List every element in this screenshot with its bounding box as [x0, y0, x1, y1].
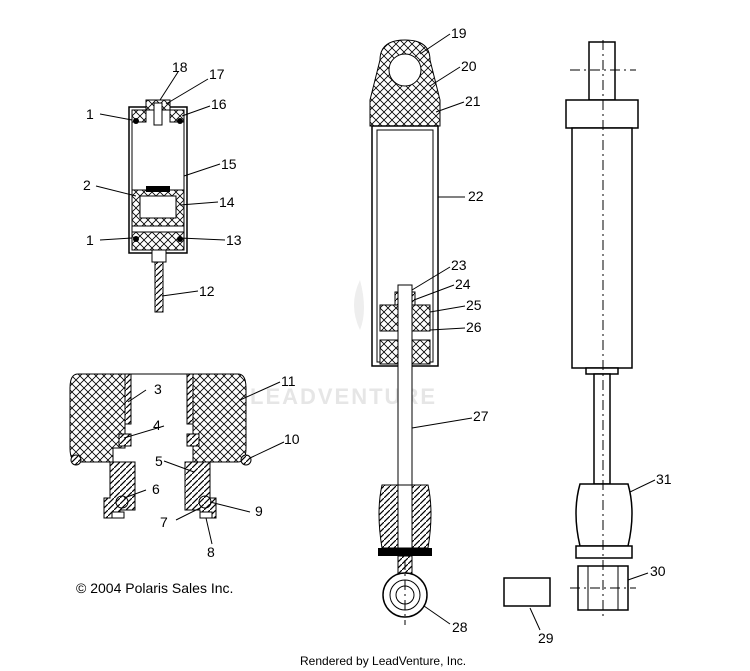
callout-12: 12 — [199, 283, 215, 299]
bushing — [503, 577, 551, 607]
callout-9: 9 — [255, 503, 263, 519]
callout-1-bottom: 1 — [86, 232, 94, 248]
callout-20: 20 — [461, 58, 477, 74]
callout-30: 30 — [650, 563, 666, 579]
callout-17: 17 — [209, 66, 225, 82]
reservoir-assembly — [128, 99, 188, 313]
callout-22: 22 — [468, 188, 484, 204]
callout-7: 7 — [160, 514, 168, 530]
callout-28: 28 — [452, 619, 468, 635]
callout-6: 6 — [152, 481, 160, 497]
copyright-caption: © 2004 Polaris Sales Inc. — [76, 580, 233, 596]
callout-26: 26 — [466, 319, 482, 335]
callout-2: 2 — [83, 177, 91, 193]
callout-25: 25 — [466, 297, 482, 313]
callout-27: 27 — [473, 408, 489, 424]
callout-23: 23 — [451, 257, 467, 273]
callout-5: 5 — [155, 453, 163, 469]
callout-11: 11 — [281, 373, 296, 389]
callout-24: 24 — [455, 276, 471, 292]
callout-15: 15 — [221, 156, 237, 172]
callout-13: 13 — [226, 232, 242, 248]
callout-19: 19 — [451, 25, 467, 41]
shock-assembly — [369, 39, 441, 625]
callout-1-top: 1 — [86, 106, 94, 122]
callout-29: 29 — [538, 630, 554, 646]
footer-credit: Rendered by LeadVenture, Inc. — [300, 654, 466, 668]
callout-16: 16 — [211, 96, 227, 112]
callout-18: 18 — [172, 59, 188, 75]
callout-labels: 1 1 2 3 4 5 6 7 8 9 10 11 12 13 14 15 16… — [83, 25, 672, 646]
callout-31: 31 — [656, 471, 672, 487]
callout-3: 3 — [154, 381, 162, 397]
callout-14: 14 — [219, 194, 235, 210]
callout-4: 4 — [153, 417, 161, 433]
piston-detail — [69, 373, 252, 519]
callout-21: 21 — [465, 93, 481, 109]
leader-lines — [95, 33, 656, 631]
shock-exterior — [565, 40, 639, 620]
callout-10: 10 — [284, 431, 300, 447]
callout-8: 8 — [207, 544, 215, 560]
